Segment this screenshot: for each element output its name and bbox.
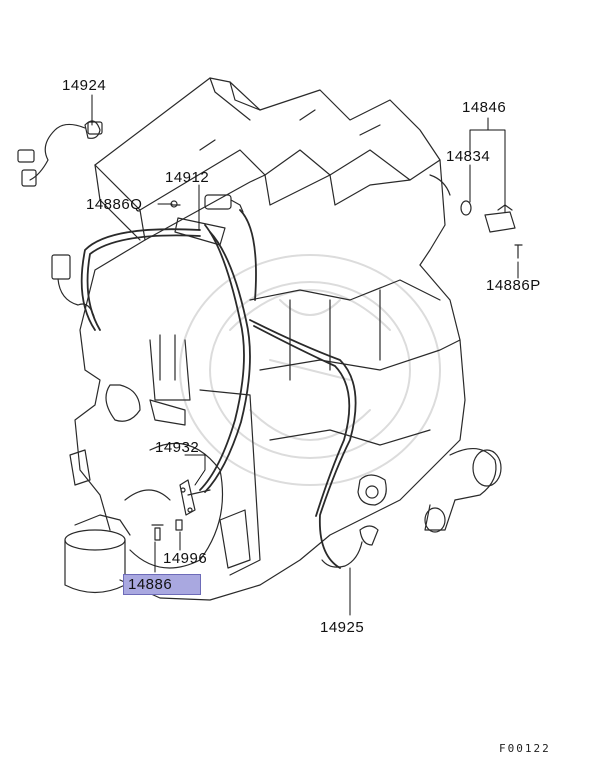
- watermark: [179, 254, 441, 486]
- figure-code: F00122: [499, 742, 551, 755]
- cylinder-head: [94, 77, 446, 266]
- sensor-14925: [321, 525, 379, 568]
- sensor-14912: [170, 194, 244, 246]
- part-label-14834[interactable]: 14834: [446, 148, 491, 165]
- part-label-14932[interactable]: 14932: [155, 439, 200, 456]
- part-label-14996[interactable]: 14996: [163, 550, 208, 567]
- connector-left: [51, 254, 96, 321]
- part-label-14925[interactable]: 14925: [320, 619, 365, 636]
- oil-filter: [64, 449, 131, 594]
- engine-block: [74, 239, 466, 601]
- sensor-14846: [429, 174, 523, 259]
- sensor-14924: [17, 120, 103, 187]
- sensor-14932: [179, 479, 211, 516]
- water-outlet: [357, 448, 502, 533]
- cover-plate: [219, 509, 251, 569]
- part-label-14846[interactable]: 14846: [462, 99, 507, 116]
- part-label-14886Q[interactable]: 14886Q: [86, 196, 143, 213]
- part-label-14886[interactable]: 14886: [123, 574, 201, 595]
- part-label-14912[interactable]: 14912: [165, 169, 210, 186]
- bolt-14886: [151, 524, 164, 541]
- wiring-harness: [80, 209, 357, 569]
- part-label-14886P[interactable]: 14886P: [486, 277, 541, 294]
- bolt-14996: [175, 519, 183, 531]
- bracket: [105, 334, 191, 426]
- part-label-14924[interactable]: 14924: [62, 77, 107, 94]
- leader-lines: [91, 94, 519, 616]
